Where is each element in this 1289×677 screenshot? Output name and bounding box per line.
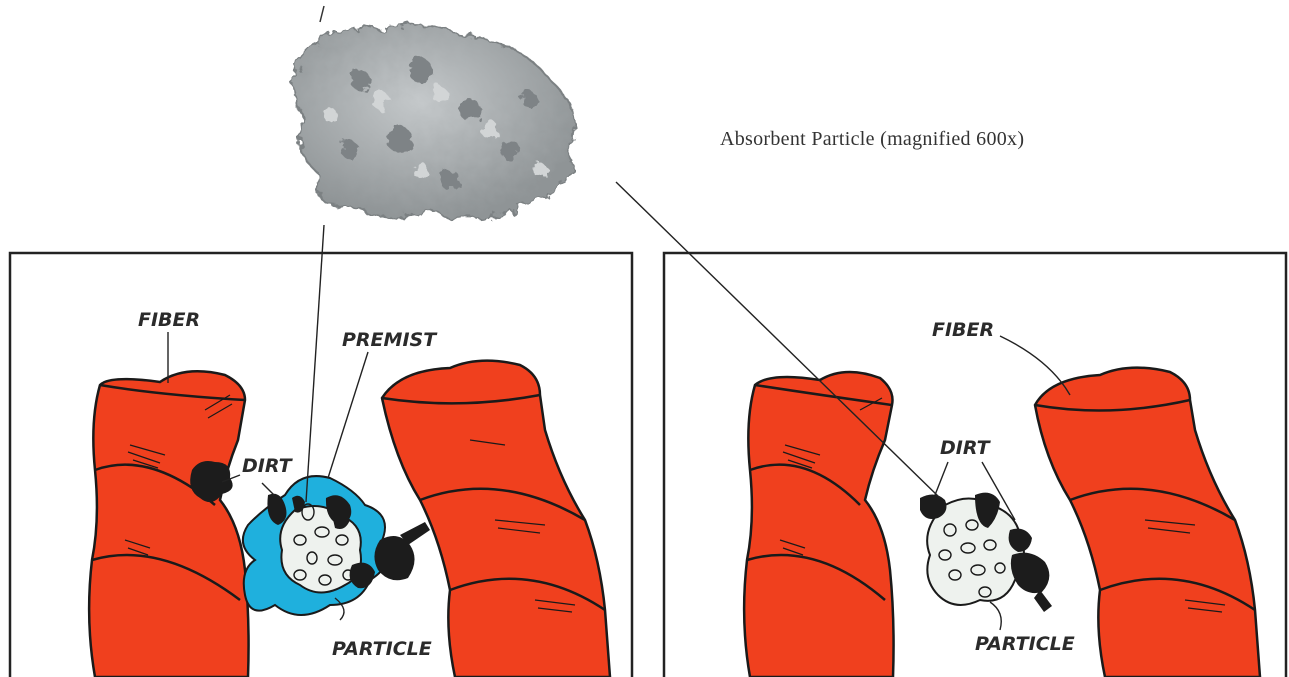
left-premist-label: PREMIST <box>342 329 438 351</box>
right-fiber-label: FIBER <box>932 319 994 341</box>
right-fiber-2 <box>1035 368 1260 677</box>
left-fiber-2 <box>382 361 610 677</box>
left-fiber-1 <box>89 371 248 677</box>
particle-micrograph <box>294 24 575 219</box>
right-fiber-1 <box>744 372 893 677</box>
left-dirt-label: DIRT <box>242 455 294 477</box>
left-particle-label: PARTICLE <box>332 638 432 660</box>
right-dirt-label: DIRT <box>940 437 992 459</box>
right-particle-label: PARTICLE <box>975 633 1075 655</box>
micrograph-tail <box>320 6 324 22</box>
left-fiber-label: FIBER <box>138 309 200 331</box>
